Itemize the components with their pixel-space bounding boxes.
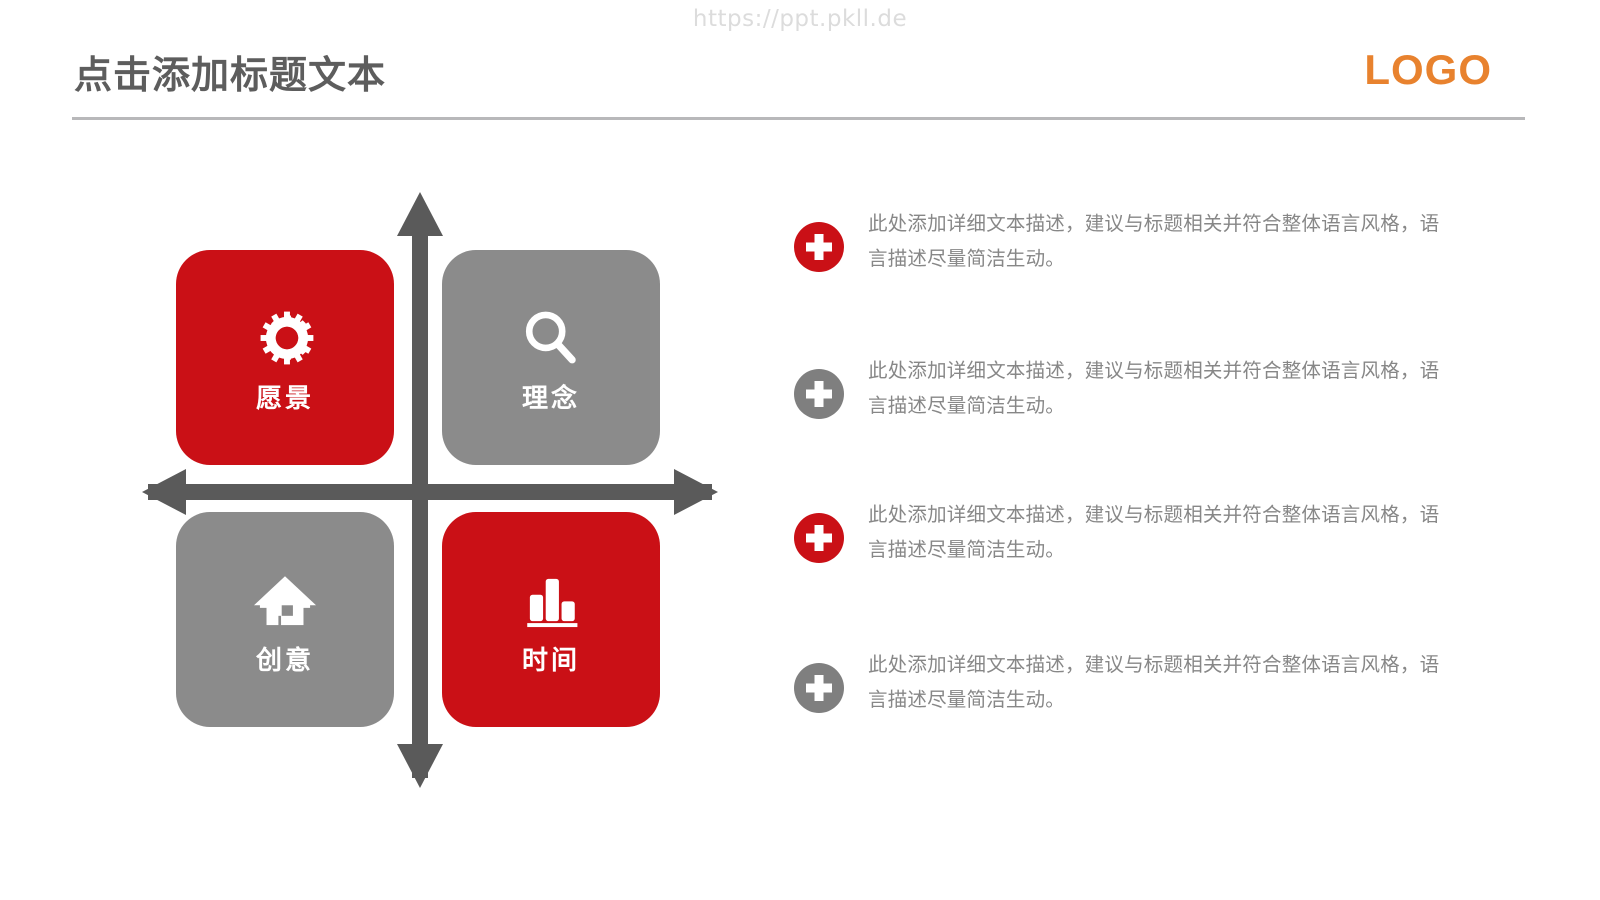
- gear-icon: [260, 311, 314, 364]
- quadrant-label: 理念: [521, 382, 580, 413]
- logo: LOGO: [1364, 46, 1492, 93]
- quadrant-top-right[interactable]: 理念: [442, 250, 660, 465]
- header-divider: [72, 117, 1525, 120]
- quadrant-label: 创意: [255, 644, 314, 675]
- plus-circle-icon: [794, 513, 844, 563]
- quadrant-top-left[interactable]: 愿景: [176, 250, 394, 465]
- list-item-text: 此处添加详细文本描述，建议与标题相关并符合整体语言风格，语言描述尽量简洁生动。: [868, 359, 1440, 417]
- home-icon: [253, 575, 317, 626]
- list-item[interactable]: 此处添加详细文本描述，建议与标题相关并符合整体语言风格，语言描述尽量简洁生动。: [794, 353, 1494, 423]
- quadrant-diagram: 愿景 理念 创意 时间: [140, 190, 720, 790]
- list-item-text: 此处添加详细文本描述，建议与标题相关并符合整体语言风格，语言描述尽量简洁生动。: [868, 503, 1440, 561]
- four-way-arrow-cross-icon: [142, 192, 718, 788]
- list-item-text: 此处添加详细文本描述，建议与标题相关并符合整体语言风格，语言描述尽量简洁生动。: [868, 212, 1440, 270]
- quadrant-label: 时间: [521, 644, 580, 675]
- list-item[interactable]: 此处添加详细文本描述，建议与标题相关并符合整体语言风格，语言描述尽量简洁生动。: [794, 647, 1494, 717]
- quadrant-label: 愿景: [255, 382, 314, 413]
- search-icon: [525, 311, 576, 363]
- plus-circle-icon: [794, 369, 844, 419]
- list-item[interactable]: 此处添加详细文本描述，建议与标题相关并符合整体语言风格，语言描述尽量简洁生动。: [794, 497, 1494, 567]
- list-item[interactable]: 此处添加详细文本描述，建议与标题相关并符合整体语言风格，语言描述尽量简洁生动。: [794, 206, 1494, 276]
- quadrant-bottom-right[interactable]: 时间: [442, 512, 660, 727]
- watermark-url: https://ppt.pkll.de: [692, 6, 908, 32]
- plus-circle-icon: [794, 222, 844, 272]
- bar-chart-icon: [527, 578, 578, 627]
- quadrant-bottom-left[interactable]: 创意: [176, 512, 394, 727]
- plus-circle-icon: [794, 663, 844, 713]
- list-item-text: 此处添加详细文本描述，建议与标题相关并符合整体语言风格，语言描述尽量简洁生动。: [868, 653, 1440, 711]
- page-title: 点击添加标题文本: [74, 55, 387, 97]
